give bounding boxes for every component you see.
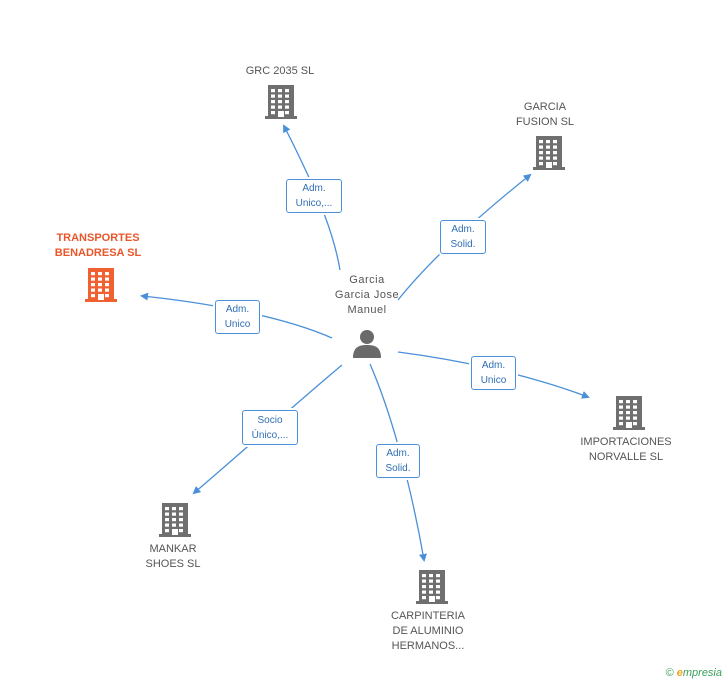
building-icon[interactable] — [416, 570, 448, 609]
person-icon[interactable] — [351, 328, 383, 358]
company-label-transportes[interactable]: TRANSPORTES BENADRESA SL — [54, 232, 142, 259]
person-name: Garcia Garcia Jose Manuel — [334, 274, 400, 316]
edge-label-grc[interactable]: Adm. Unico,... — [286, 179, 342, 213]
empresia-logo[interactable]: © empresia — [666, 667, 722, 679]
company-label-fusion[interactable]: GARCIA FUSION SL — [515, 101, 575, 128]
company-label-carpinteria[interactable]: CARPINTERIA DE ALUMINIO HERMANOS... — [391, 610, 465, 652]
building-icon[interactable] — [533, 136, 565, 175]
company-label-mankar[interactable]: MANKAR SHOES SL — [145, 543, 201, 570]
building-icon[interactable] — [159, 503, 191, 542]
copyright-symbol: © — [665, 667, 674, 679]
brand-e: e — [676, 667, 683, 679]
building-icon[interactable] — [265, 85, 297, 124]
building-icon[interactable] — [85, 268, 117, 307]
edge-line-grc — [283, 124, 341, 271]
company-label-grc[interactable]: GRC 2035 SL — [245, 65, 315, 77]
edge-label-mankar[interactable]: Socio Único,... — [242, 410, 298, 445]
edge-label-fusion[interactable]: Adm. Solid. — [440, 220, 486, 254]
edge-label-carpinteria[interactable]: Adm. Solid. — [376, 444, 420, 478]
edge-label-transportes[interactable]: Adm. Unico — [215, 300, 260, 334]
edge-label-importaciones[interactable]: Adm. Unico — [471, 356, 516, 390]
company-label-importaciones[interactable]: IMPORTACIONES NORVALLE SL — [580, 436, 672, 463]
brand-rest: mpresia — [682, 667, 722, 679]
building-icon[interactable] — [613, 396, 645, 435]
